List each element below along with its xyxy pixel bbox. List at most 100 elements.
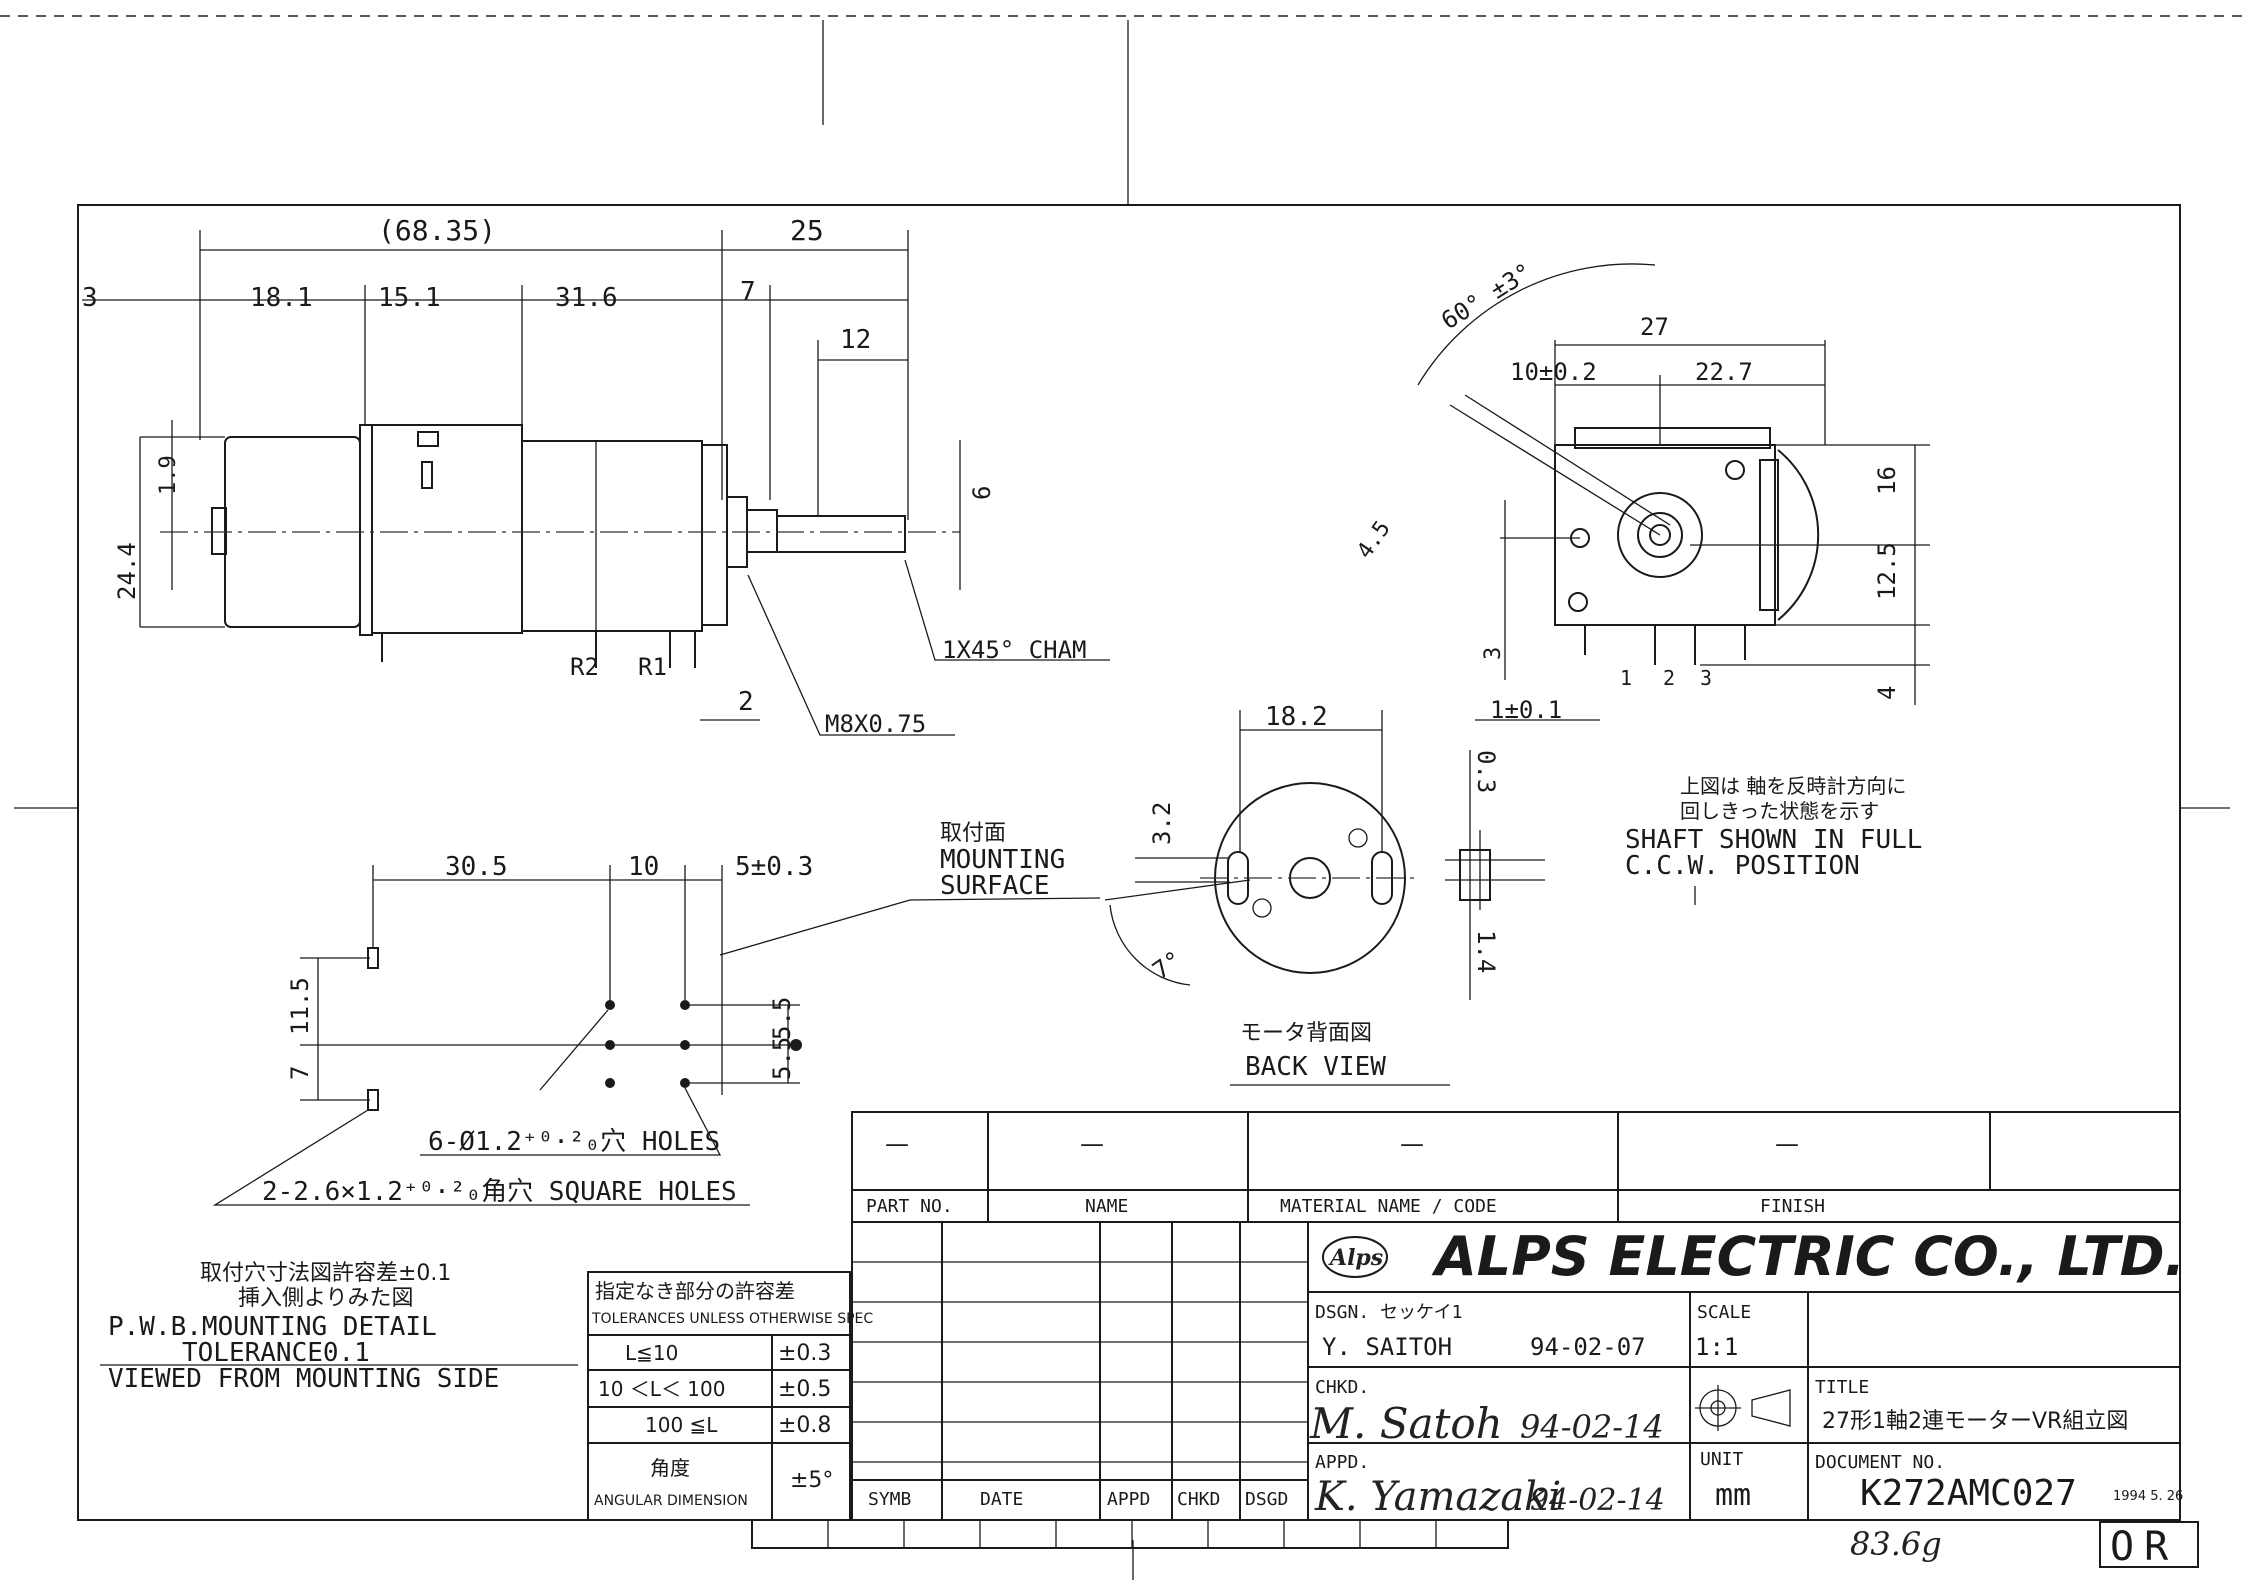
col-dsgd: DSGD	[1245, 1489, 1288, 1510]
name-label: NAME	[1085, 1196, 1128, 1217]
label-r1: R1	[638, 653, 667, 681]
dim-10-pwb: 10	[628, 852, 659, 882]
dim-1-4: 1.4	[1472, 930, 1500, 973]
title-block: — — — — PART NO. NAME MATERIAL NAME / CO…	[851, 1111, 2185, 1521]
label-r2: R2	[570, 653, 599, 681]
holes-label: 6-Ø1.2⁺⁰·²₀穴 HOLES	[428, 1127, 720, 1157]
dim-7-pwb: 7	[286, 1066, 314, 1080]
col-appd: APPD	[1107, 1489, 1150, 1510]
unit-value: mm	[1715, 1478, 1751, 1513]
col-date: DATE	[980, 1489, 1023, 1510]
dim-10: 10±0.2	[1510, 358, 1597, 386]
pin-2: 2	[1663, 666, 1675, 690]
pwb-detail: 30.5 10 5±0.3 11.5 7 5.5 5.5 6-Ø1.2⁺⁰·²₀…	[100, 852, 813, 1394]
title-label: TITLE	[1815, 1377, 1869, 1398]
tol-range-3: 100 ≦L	[645, 1413, 718, 1437]
dim-4-5: 4.5	[1352, 517, 1395, 564]
tol-value-2: ±0.5	[778, 1377, 831, 1402]
col-symb: SYMB	[868, 1489, 911, 1510]
dim-5-5-a: 5.5	[768, 997, 796, 1040]
document-number: K272AMC027	[1860, 1473, 2077, 1514]
dim-1-9: 1.9	[156, 455, 181, 495]
dim-4: 4	[1873, 686, 1901, 700]
dim-68-35: (68.35)	[378, 214, 496, 247]
pin-1: 1	[1620, 666, 1632, 690]
scale-label: SCALE	[1697, 1302, 1751, 1323]
dim-25: 25	[790, 214, 824, 247]
tol-range-1: L≦10	[625, 1341, 678, 1365]
dim-shaft-dia: 6	[968, 486, 996, 500]
dim-27: 27	[1640, 313, 1669, 341]
appd-signature: K. Yamazaki	[1314, 1474, 1561, 1520]
company-name: ALPS ELECTRIC CO., LTD.	[1431, 1225, 2185, 1288]
tol-angle-jp: 角度	[650, 1456, 690, 1480]
dim-12: 12	[840, 325, 871, 355]
dim-15-1: 15.1	[378, 283, 441, 313]
projection-symbol-icon	[1695, 1385, 1791, 1431]
dim-24-4: 24.4	[113, 542, 141, 600]
pwb-en-1: P.W.B.MOUNTING DETAIL	[108, 1312, 437, 1342]
drawing-title: 27形1軸2連モーターVR組立図	[1822, 1409, 2128, 1434]
scale-value: 1:1	[1695, 1333, 1738, 1361]
shaft-note-jp-1: 上図は 軸を反時計方向に	[1680, 774, 1906, 798]
square-holes-label: 2-2.6×1.2⁺⁰·²₀角穴 SQUARE HOLES	[262, 1177, 737, 1207]
partno-value: —	[885, 1130, 909, 1158]
chkd-label: CHKD.	[1315, 1377, 1369, 1398]
tol-value-3: ±0.8	[778, 1413, 831, 1438]
material-value: —	[1400, 1130, 1424, 1158]
back-view: 18.2 3.2 7° 0.3 1.4 モータ背面図 BACK VIEW	[1104, 702, 1545, 1086]
dim-1-tol: 1±0.1	[1490, 696, 1562, 724]
or-stamp: OR	[2110, 1524, 2178, 1570]
tolerance-table: 指定なき部分の許容差 TOLERANCES UNLESS OTHERWISE S…	[587, 1271, 873, 1521]
tol-angle-en: ANGULAR DIMENSION	[594, 1493, 748, 1509]
shaft-note-en-2: C.C.W. POSITION	[1625, 851, 1860, 881]
dim-7: 7	[740, 277, 756, 307]
appd-label: APPD.	[1315, 1452, 1369, 1473]
mounting-en-1: MOUNTING	[940, 845, 1065, 875]
tol-title-jp: 指定なき部分の許容差	[595, 1279, 795, 1303]
dim-0-3: 0.3	[1472, 750, 1500, 793]
docno-label: DOCUMENT NO.	[1815, 1452, 1945, 1473]
pwb-en-3: VIEWED FROM MOUNTING SIDE	[108, 1364, 499, 1394]
shaft-note: 上図は 軸を反時計方向に 回しきった状態を示す SHAFT SHOWN IN F…	[1625, 774, 1922, 905]
back-view-jp: モータ背面図	[1240, 1021, 1372, 1046]
mounting-jp: 取付面	[940, 821, 1006, 846]
unit-label: UNIT	[1700, 1449, 1744, 1470]
label-thread: M8X0.75	[825, 710, 926, 738]
tol-range-2: 10 ＜L＜ 100	[598, 1377, 725, 1401]
partno-label: PART NO.	[866, 1196, 953, 1217]
shaft-note-en-1: SHAFT SHOWN IN FULL	[1625, 825, 1922, 855]
weight-note: 83.6g	[1850, 1525, 1942, 1563]
tol-angle-value: ±5°	[790, 1468, 833, 1493]
shaft-note-jp-2: 回しきった状態を示す	[1680, 799, 1879, 823]
dim-22-7: 22.7	[1695, 358, 1753, 386]
pwb-jp-1: 取付穴寸法図許容差±0.1	[200, 1261, 451, 1286]
finish-value: —	[1775, 1130, 1799, 1158]
dim-2: 2	[738, 687, 754, 717]
dsgn-date: 94-02-07	[1530, 1333, 1646, 1361]
bottom-strip	[751, 1519, 1509, 1549]
name-value: —	[1080, 1130, 1104, 1158]
chkd-date: 94-02-14	[1520, 1408, 1664, 1446]
dsgn-name: Y. SAITOH	[1322, 1333, 1452, 1361]
stamp-date: 1994 5. 26	[2113, 1489, 2183, 1504]
dim-11-5: 11.5	[286, 977, 314, 1035]
alps-logo: Alps	[1328, 1245, 1383, 1271]
dim-12-5: 12.5	[1873, 542, 1901, 600]
dim-7-deg: 7°	[1147, 945, 1187, 985]
dim-18-2: 18.2	[1265, 702, 1328, 732]
pwb-jp-2: 挿入側よりみた図	[238, 1286, 414, 1311]
appd-date: 94-02-14	[1530, 1483, 1665, 1518]
mounting-en-2: SURFACE	[940, 871, 1050, 901]
dim-angle: 60° ±3°	[1436, 258, 1537, 335]
mounting-surface-note: 取付面 MOUNTING SURFACE	[719, 821, 1101, 956]
dim-5-5-b: 5.5	[768, 1037, 796, 1080]
side-view: (68.35) 25 3 18.1 15.1 31.6 7 12 2 R2 R1…	[82, 214, 1110, 738]
dim-30-5: 30.5	[445, 852, 508, 882]
front-view: 60° ±3° 27 10±0.2 22.7 16 12.5 4 4.5 3 1…	[1352, 258, 1930, 724]
dsgn-label: DSGN. セッケイ1	[1315, 1302, 1463, 1323]
dim-31-6: 31.6	[555, 283, 618, 313]
chkd-signature: M. Satoh	[1309, 1399, 1503, 1448]
dim-5-tol: 5±0.3	[735, 852, 813, 882]
col-chkd: CHKD	[1177, 1489, 1220, 1510]
